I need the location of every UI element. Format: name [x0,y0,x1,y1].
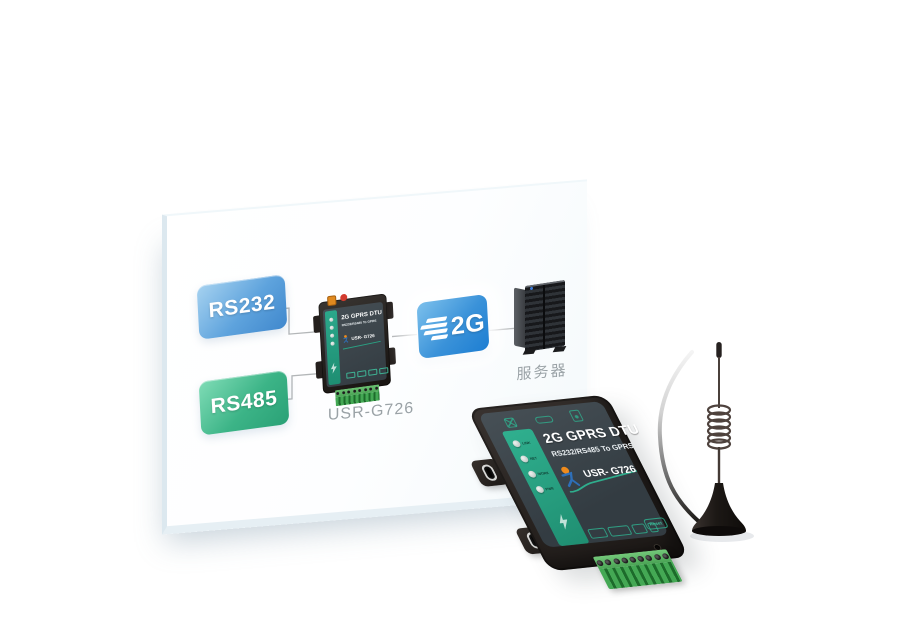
port-label-box [586,527,609,539]
dtu-device-product: LINK NET WORK PWR 2G GPRS DTU RS232/RS48… [467,394,689,590]
antenna-base-bottom [692,526,746,536]
antenna-tip [716,342,722,358]
runner-logo-icon [343,335,349,343]
diagram-panel: RS232 RS485 2G GPRS DTU [162,179,587,535]
power-jack-icon [568,409,585,423]
antenna-cable [657,350,706,528]
device-to-2g-line [392,333,417,338]
rs485-to-device-line [288,372,321,400]
led-indicator [330,333,335,338]
led-label: NET [528,455,538,461]
led-label: LINK [521,440,532,446]
antenna [657,342,754,542]
led-indicator [329,325,334,330]
led-stripe [324,310,341,386]
led-label: PWR [544,486,555,491]
port-label-box [606,525,633,537]
device-label-face: 2G GPRS DTU RS232/RS485 To GPRS USR- G72… [322,301,389,388]
sma-antenna-connector-icon [327,295,337,307]
2g-badge: 2G [416,293,490,360]
sim-slot-icon [534,415,555,424]
device-label-face: LINK NET WORK PWR 2G GPRS DTU RS232/RS48… [477,401,670,548]
server-tower [512,279,568,355]
runner-logo-icon [561,466,638,493]
dtu-device-small: 2G GPRS DTU RS232/RS485 To GPRS USR- G72… [313,288,396,411]
lightning-bolt-icon [331,362,338,374]
port-label-row [346,367,389,379]
led-label: WORK [536,470,550,476]
antenna-port-icon [503,417,519,429]
rs485-badge-label: RS485 [210,386,278,419]
port-label-box [346,371,356,379]
rs232-to-device-line [285,307,321,335]
rs232-badge-label: RS232 [208,290,276,323]
port-label-box [357,370,367,378]
port-label-box [368,368,378,376]
server-front-face [525,279,565,352]
device-model: USR- G726 [351,332,375,342]
led-indicator [329,317,334,323]
lightning-bolt-icon [555,514,572,530]
speed-lines-icon [419,316,449,341]
2g-badge-label: 2G [450,307,486,341]
antenna-base [692,483,746,531]
2g-to-server-line [489,327,515,332]
connector-lines [285,307,515,400]
led-indicator [330,341,335,346]
brand-logo: USR- G726 [342,331,375,344]
antenna-coil [706,404,732,450]
port-label-box [379,367,389,375]
